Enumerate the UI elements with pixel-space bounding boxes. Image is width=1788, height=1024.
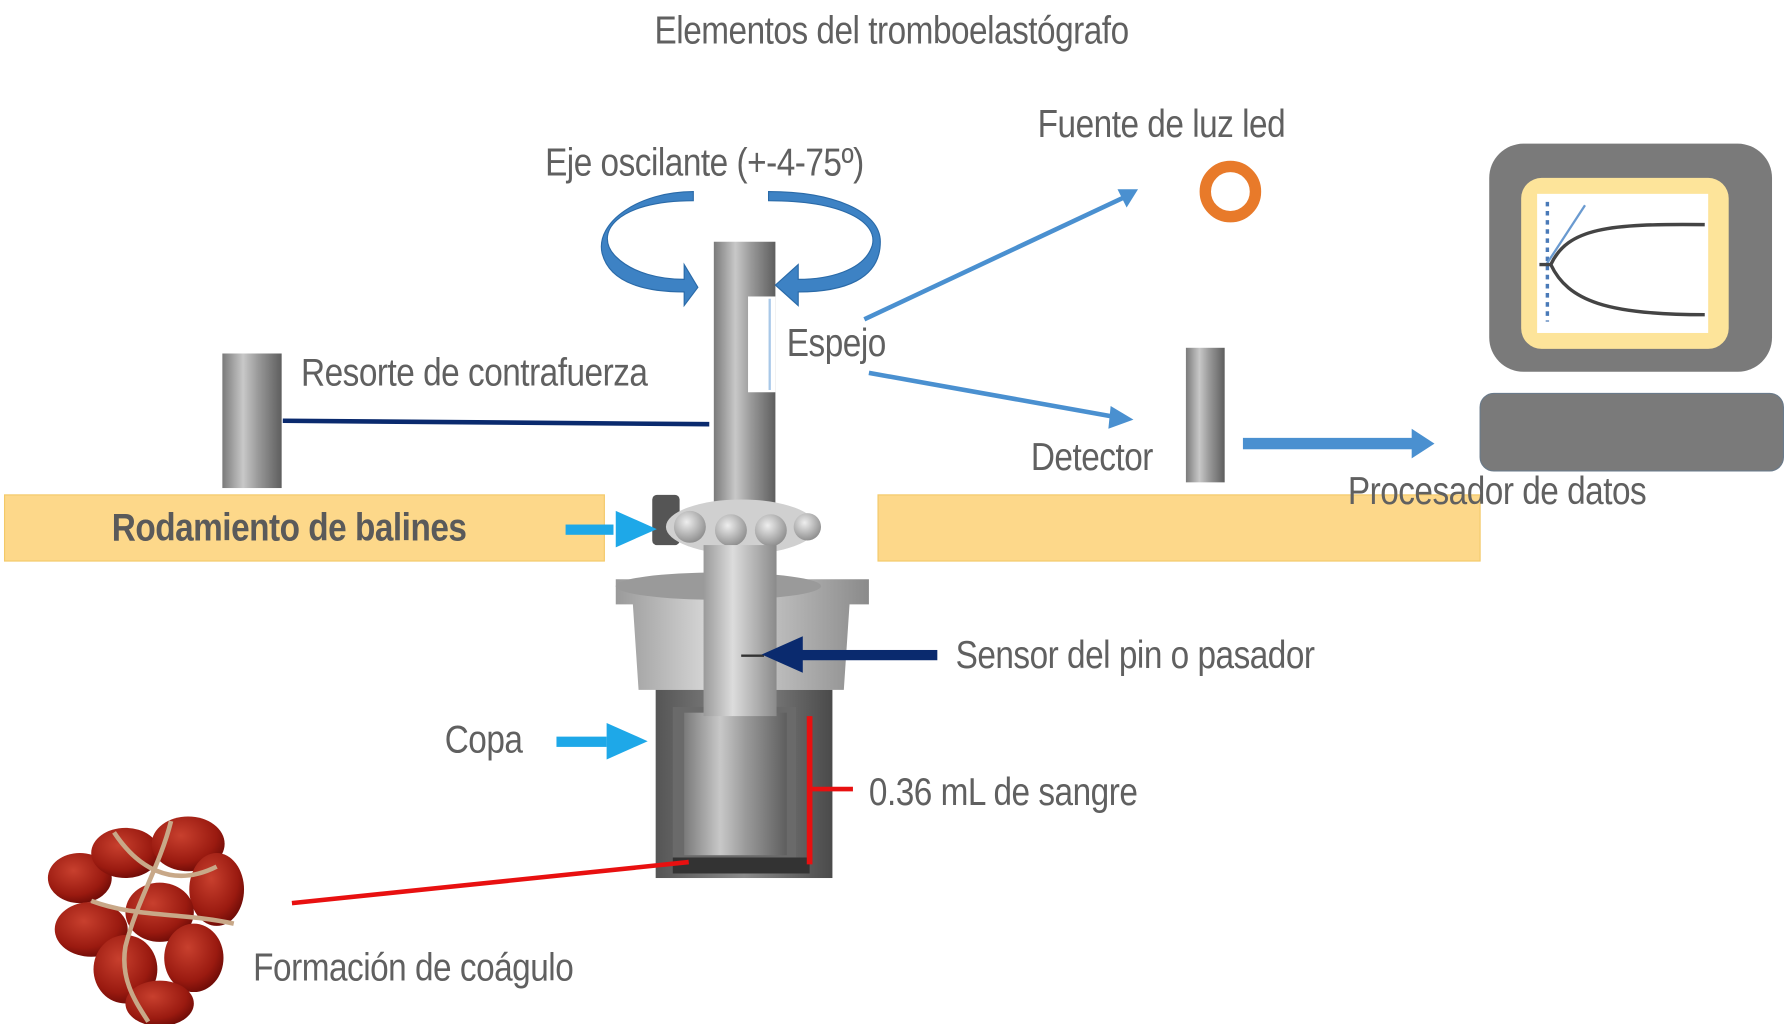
- arrow-to-processor: [1242, 428, 1435, 459]
- arrow-pin-sensor: [761, 636, 938, 673]
- platform-left: [3, 494, 605, 562]
- light-beam-to-led: [863, 189, 1139, 322]
- monitor-icon: [1489, 143, 1773, 372]
- blood-level-bracket: [806, 716, 853, 865]
- arrow-cup: [556, 722, 648, 760]
- clot-icon: [47, 816, 245, 1024]
- label-clot-formation: Formación de coágulo: [253, 946, 574, 990]
- spring-line: [282, 418, 710, 427]
- clot-pointer: [291, 859, 689, 906]
- arrow-bearing: [565, 510, 657, 548]
- cup: [615, 572, 869, 879]
- label-led-source: Fuente de luz led: [1037, 102, 1286, 146]
- label-mirror: Espejo: [786, 321, 887, 365]
- label-detector: Detector: [1030, 435, 1154, 479]
- label-cup: Copa: [444, 718, 523, 762]
- label-blood-volume: 0.36 mL de sangre: [868, 770, 1138, 815]
- keyboard-icon: [1479, 392, 1784, 472]
- light-beam-to-detector: [868, 370, 1134, 429]
- rotation-arrow-icon: [600, 190, 881, 308]
- pin: [703, 545, 777, 717]
- led-ring-icon: [1199, 160, 1262, 223]
- label-data-processor: Procesador de datos: [1347, 469, 1647, 514]
- label-counterforce-spring: Resorte de contrafuerza: [301, 351, 648, 395]
- left-post: [222, 353, 282, 489]
- label-oscillating-axis: Eje oscilante (+-4-75º): [545, 141, 864, 185]
- platform-right: [877, 494, 1481, 562]
- label-ball-bearing: Rodamiento de balines: [111, 506, 467, 550]
- label-pin-sensor: Sensor del pin o pasador: [955, 634, 1315, 678]
- mirror-slot: [748, 296, 776, 393]
- diagram-title: Elementos del tromboelastógrafo: [654, 9, 1130, 53]
- detector-post: [1185, 347, 1225, 483]
- ball-bearing: [652, 494, 822, 555]
